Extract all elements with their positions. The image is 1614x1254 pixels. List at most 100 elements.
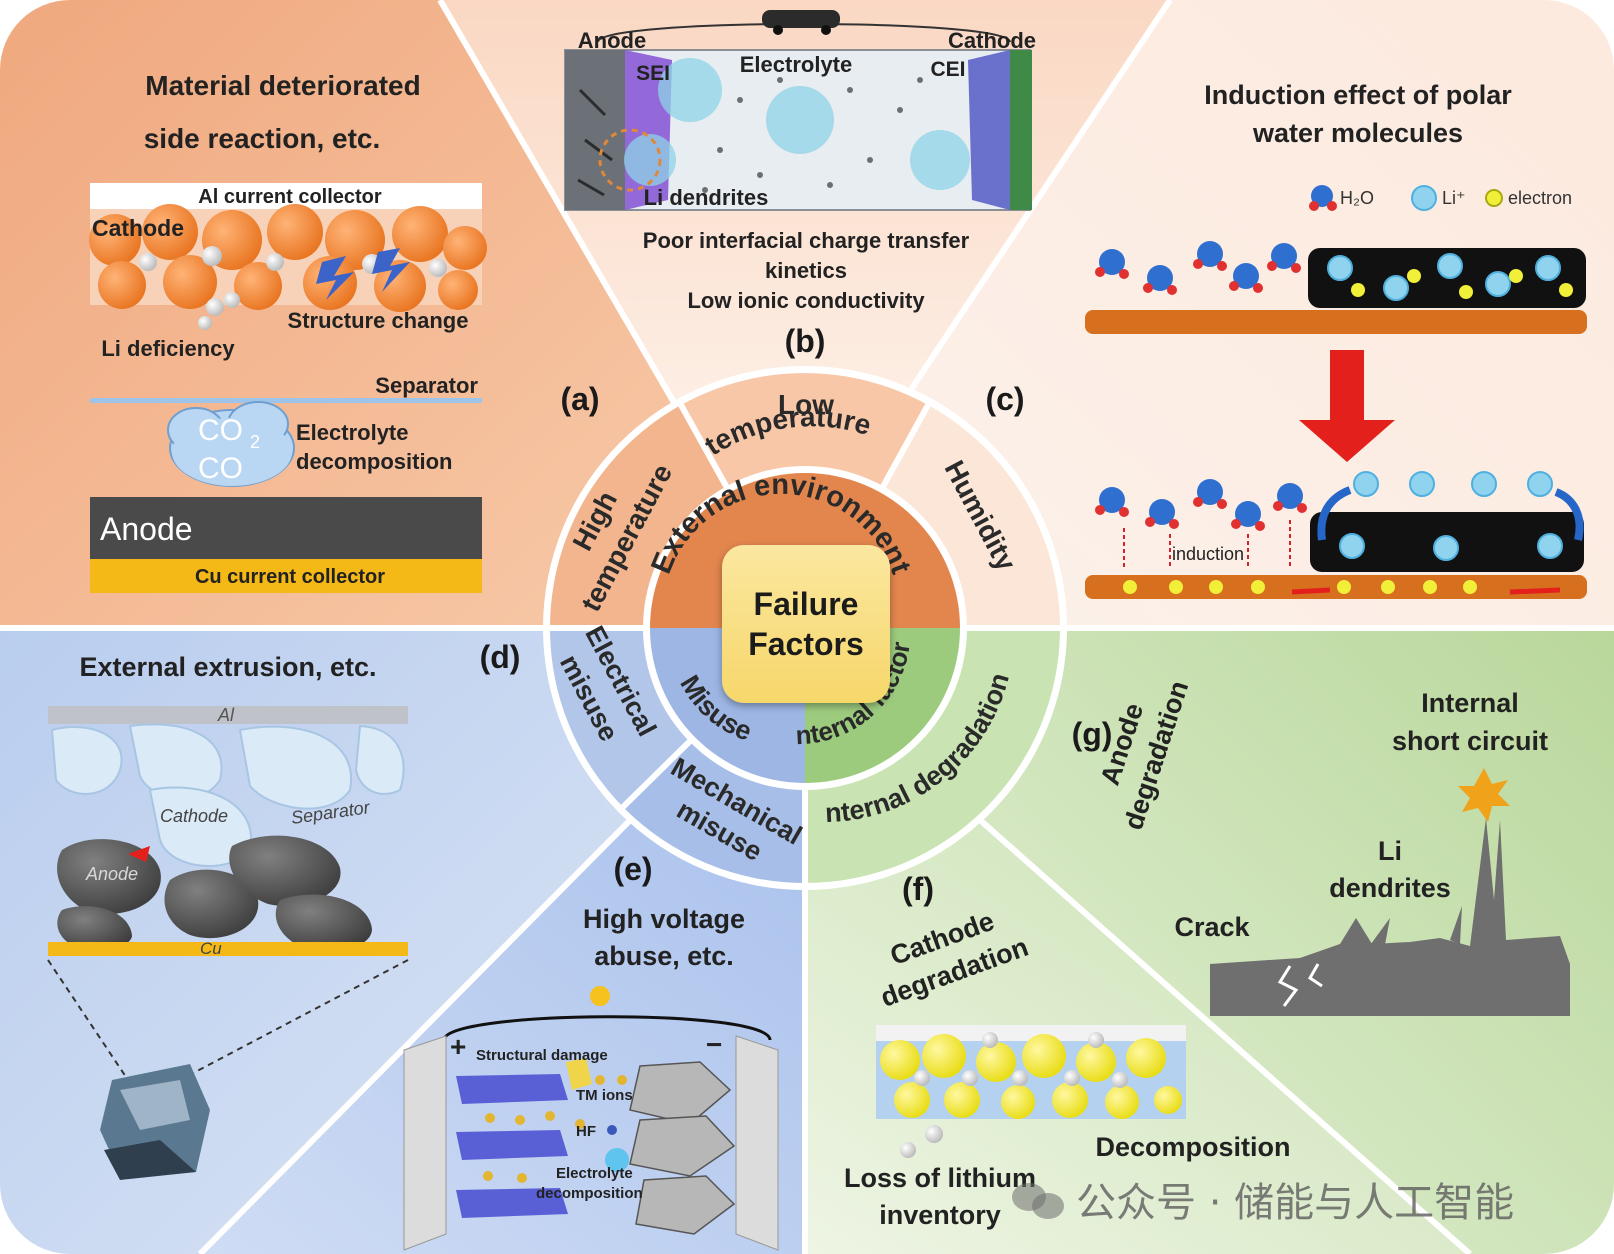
zoom-line-right (179, 959, 409, 1081)
structure-change-bolt-1 (316, 256, 354, 300)
electrolyte-label: Electrolyte (740, 52, 853, 77)
panel-b: Anode Cathode SEI CEI Electrolyte Li den… (564, 10, 1036, 313)
panel-a-bg (0, 0, 676, 628)
hf-label: HF (576, 1123, 596, 1140)
panel-g-bg (980, 628, 1614, 1254)
li-ions-free (1339, 471, 1563, 561)
anode-bar (90, 497, 482, 559)
al-collector-label: Al current collector (198, 186, 382, 208)
panel-b-caption-2: kinetics (765, 258, 847, 283)
sei-label: SEI (636, 62, 670, 85)
wechat-watermark: 公众号 · 储能与人工智能 (1010, 1170, 1514, 1228)
induction-label: induction (1172, 544, 1244, 564)
li-escape-arrow-right (1554, 488, 1584, 541)
panel-b-cathode-label: Cathode (948, 28, 1036, 53)
damaged-fragment (566, 1058, 592, 1090)
cu-foil (48, 942, 408, 956)
crack-line-1 (1277, 965, 1299, 1007)
electrons-top (1351, 269, 1573, 299)
panel-d-cathode-label: Cathode (160, 806, 228, 826)
solvation-shells (624, 58, 970, 190)
loss-label-1: Loss of lithium (844, 1163, 1036, 1193)
panel-label-b: (b) (785, 323, 826, 359)
structure-change-label: Structure change (288, 308, 469, 333)
induction-arrows (1123, 520, 1291, 568)
electrolyte-decomposition-label-2: decomposition (296, 449, 452, 474)
panel-c-title-2: water molecules (1252, 118, 1463, 148)
panel-d-title: External extrusion, etc. (79, 652, 376, 682)
al-collector-bar (90, 183, 482, 209)
graphite-anode (629, 1061, 736, 1235)
panel-e: High voltage abuse, etc. + − Structural … (403, 904, 779, 1251)
legend-li: Li⁺ (1442, 188, 1466, 208)
negative-plate (735, 1035, 779, 1251)
collector-bottom (1085, 575, 1587, 599)
li-ions-top (1327, 253, 1561, 301)
panel-a-title-2: side reaction, etc. (144, 123, 381, 154)
panel-b-anode-label: Anode (578, 28, 646, 53)
co2-subscript: 2 (250, 432, 260, 452)
legend-electron: electron (1508, 188, 1572, 208)
electrons-bottom (1123, 580, 1477, 594)
decomposition-label: Decomposition (1095, 1132, 1290, 1162)
cathode-slab (1010, 50, 1032, 210)
crushed-battery-icon (100, 1064, 210, 1180)
separator-line (90, 398, 482, 403)
electrolyte-splash (605, 1148, 629, 1172)
panel-g-li-label: Li (1378, 836, 1402, 866)
li-escape-arrow-left (1317, 486, 1352, 541)
cu-collector-label: Cu current collector (195, 566, 385, 588)
internal-short-label-1: Internal (1421, 688, 1519, 718)
failure-factors-box: Failure Factors (722, 545, 890, 703)
panel-e-title-2: abuse, etc. (594, 941, 734, 971)
collector-top (1085, 310, 1587, 334)
panel-a-title-1: Material deteriorated (145, 70, 420, 101)
ring-text-low: Low (778, 389, 834, 420)
panel-e-decomposition-label: decomposition (536, 1185, 643, 1202)
panel-label-c: (c) (985, 381, 1024, 417)
li-bubble-1 (206, 298, 224, 316)
panel-f: Cathode degradation Decomposition Loss o… (844, 906, 1291, 1230)
electron-flow-arrow-1 (1291, 587, 1331, 595)
anode-dendrites (577, 88, 613, 197)
electrolyte-decomposition-label-1: Electrolyte (296, 420, 409, 445)
structure-change-bolt-2 (372, 248, 410, 292)
panel-g: Anode degradation Internal short circuit… (1095, 677, 1570, 1016)
watermark-text: 公众号 · 储能与人工智能 (1076, 1180, 1515, 1226)
cei-layer (968, 50, 1010, 210)
car-icon (762, 10, 840, 28)
water-molecules-top (1095, 241, 1301, 295)
li-bubble-2 (198, 316, 212, 330)
panel-b-caption-3: Low ionic conductivity (687, 288, 925, 313)
panel-e-title-1: High voltage (583, 904, 745, 934)
tm-ions-label: TM ions (576, 1087, 633, 1104)
layered-cathode (456, 1074, 568, 1218)
crack-line-2 (1308, 963, 1323, 988)
li-loss-bubble-1 (925, 1125, 943, 1143)
panel-e-wire (442, 1015, 772, 1041)
cathode-particles-d (50, 723, 405, 867)
panel-e-electrolyte-label: Electrolyte (556, 1165, 633, 1182)
internal-short-label-2: short circuit (1392, 726, 1548, 756)
panel-a-cathode-label: Cathode (92, 215, 184, 241)
electron-flow-arrow-2 (1509, 587, 1561, 595)
short-arrow (128, 846, 150, 862)
panel-c-legend: H₂O Li⁺ electron (1309, 185, 1572, 211)
structural-damage-label: Structural damage (476, 1047, 608, 1064)
separator-label: Separator (375, 373, 478, 398)
co2-label: CO (198, 414, 243, 447)
panel-b-li-dendrites-label: Li dendrites (644, 185, 769, 210)
loss-label-2: inventory (879, 1200, 1001, 1230)
minus-sign: − (706, 1029, 722, 1060)
bulb-icon (590, 986, 610, 1006)
co-label: CO (198, 452, 243, 485)
panel-d-al-label: Al (217, 705, 235, 725)
cu-collector-bar (90, 559, 482, 593)
panel-g-dendrites-label: dendrites (1329, 873, 1451, 903)
panel-c-title-1: Induction effect of polar (1204, 80, 1512, 110)
crack-label: Crack (1174, 912, 1250, 942)
panel-d: External extrusion, etc. Al Cathode Sepa… (47, 652, 409, 1180)
al-foil (48, 706, 408, 724)
center-title-2: Factors (748, 626, 864, 662)
